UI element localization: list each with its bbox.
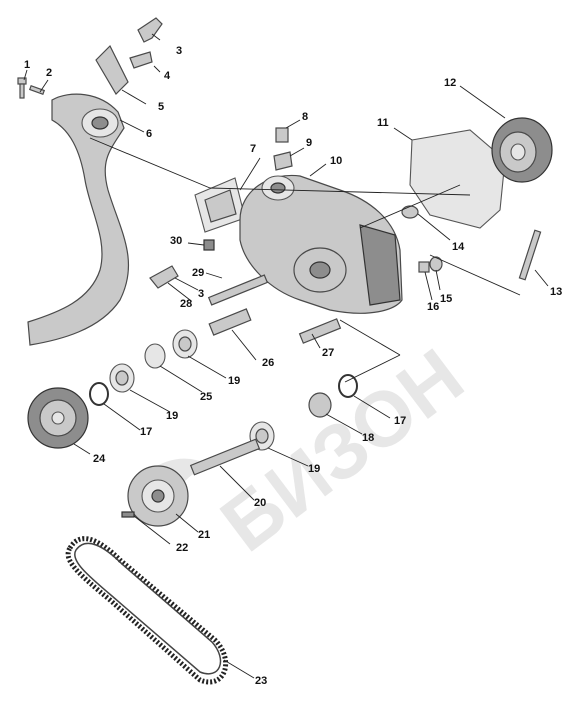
callout-6: 6 xyxy=(146,128,152,140)
long-bolt-part xyxy=(28,84,46,96)
pump-housing-part xyxy=(239,174,403,314)
callout-19b: 19 xyxy=(166,410,178,422)
hub-bolt-part xyxy=(121,511,135,518)
callout-27: 27 xyxy=(322,347,334,359)
callout-28: 28 xyxy=(180,298,192,310)
water-pipe-part xyxy=(27,93,130,346)
callout-11: 11 xyxy=(377,117,389,129)
callout-14: 14 xyxy=(452,241,465,253)
lower-bracket-part xyxy=(149,265,179,289)
fitting-part xyxy=(273,151,293,171)
callout-20: 20 xyxy=(254,497,266,509)
bolt-part xyxy=(17,77,27,99)
plug-part xyxy=(275,127,289,143)
clamp-part xyxy=(129,51,153,69)
callout-18: 18 xyxy=(362,432,374,444)
drive-belt-part xyxy=(65,536,229,685)
pulley-hub-part xyxy=(127,465,189,527)
callout-19c: 19 xyxy=(308,463,320,475)
oil-seal-part xyxy=(308,392,332,418)
callout-3b: 3 xyxy=(198,288,204,300)
bearing-part-2 xyxy=(109,363,135,393)
callout-7: 7 xyxy=(250,143,256,155)
callout-22: 22 xyxy=(176,542,188,554)
callout-23: 23 xyxy=(255,675,267,687)
callout-10: 10 xyxy=(330,155,342,167)
stud-bolt-part xyxy=(518,229,542,281)
sleeve-part xyxy=(208,308,252,336)
callout-30: 30 xyxy=(170,235,182,247)
callout-29: 29 xyxy=(192,267,204,279)
callout-labels: 1 2 3 4 5 6 7 8 9 10 11 12 13 14 15 16 3… xyxy=(24,45,562,687)
callout-9: 9 xyxy=(306,137,312,149)
callout-24: 24 xyxy=(93,453,106,465)
pulley-part xyxy=(27,387,89,449)
seal-part xyxy=(401,205,419,219)
bearing-part xyxy=(172,329,198,359)
elbow-fitting-part xyxy=(95,44,129,95)
callout-5: 5 xyxy=(158,101,164,113)
impeller-part xyxy=(491,117,553,183)
housing-nut-part xyxy=(203,239,215,251)
snap-ring-part-2 xyxy=(338,374,358,398)
callout-3: 3 xyxy=(176,45,182,57)
bracket-part xyxy=(137,17,163,43)
snap-ring-part xyxy=(89,382,109,406)
nut-part xyxy=(418,261,430,273)
callout-15: 15 xyxy=(440,293,452,305)
spacer-part xyxy=(144,343,166,369)
callout-2: 2 xyxy=(46,67,52,79)
callout-1: 1 xyxy=(24,59,30,71)
callout-21: 21 xyxy=(198,529,210,541)
large-gasket-part xyxy=(409,129,506,229)
callout-26: 26 xyxy=(262,357,274,369)
small-gasket-part xyxy=(194,177,246,233)
pump-shaft-part xyxy=(207,274,269,306)
callout-4: 4 xyxy=(164,70,171,82)
callout-16: 16 xyxy=(427,301,439,313)
leader-lines xyxy=(23,33,549,679)
main-shaft-part xyxy=(189,438,261,476)
callout-8: 8 xyxy=(302,111,308,123)
callout-25: 25 xyxy=(200,391,212,403)
callout-12: 12 xyxy=(444,77,456,89)
callout-17a: 17 xyxy=(140,426,152,438)
callout-13: 13 xyxy=(550,286,562,298)
callout-17b: 17 xyxy=(394,415,406,427)
drive-shaft-part xyxy=(298,318,342,344)
callout-19a: 19 xyxy=(228,375,240,387)
